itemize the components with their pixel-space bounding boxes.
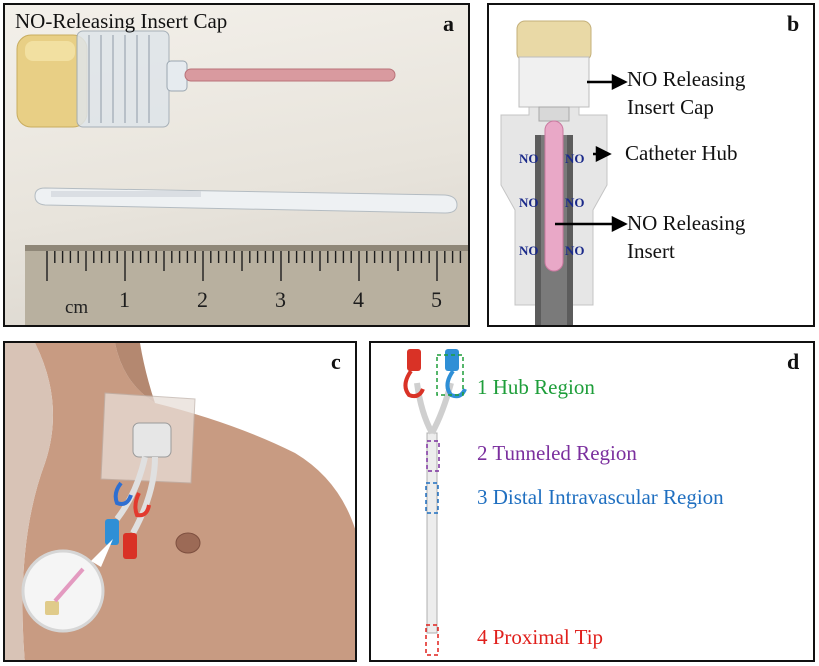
red-lumen-connector <box>123 533 137 559</box>
red-connector <box>407 349 421 371</box>
pink-insert <box>544 120 564 272</box>
ruler-number: 2 <box>197 287 208 312</box>
blue-connector <box>445 349 459 371</box>
no-molecule-label: NO <box>565 195 585 210</box>
panel-c-illustration: c <box>3 341 357 662</box>
catheter-hub-schematic <box>500 20 628 325</box>
clear-cap-body <box>76 30 170 128</box>
panel-a-title: NO-Releasing Insert Cap <box>15 9 228 33</box>
ruler-number: 4 <box>353 287 364 312</box>
callout-insert-cap-line1: NO Releasing <box>627 67 746 91</box>
ruler-unit-label: cm <box>65 297 89 318</box>
callout-insert-line2: Insert <box>627 239 675 263</box>
panel-c-letter: c <box>331 349 341 374</box>
no-molecule-label: NO <box>565 243 585 258</box>
no-molecule-label: NO <box>519 151 539 166</box>
callout-arrows <box>555 73 628 233</box>
callout-insert-cap-line2: Insert Cap <box>627 95 714 119</box>
panel-d-letter: d <box>787 349 800 374</box>
hub-region-box <box>436 354 464 396</box>
ruler-number: 3 <box>275 287 286 312</box>
region-label-distal-intravascular: 3 Distal Intravascular Region <box>477 485 724 509</box>
panel-a-photo: NO-Releasing Insert Cap a cm 1 2 3 4 5 <box>3 3 470 327</box>
panel-d-regions: d 1 Hub Region 2 Tunneled Region 3 Dista… <box>369 341 815 662</box>
catheter-regions-diagram <box>403 349 467 656</box>
insert-cap-photo-illustration <box>16 30 468 325</box>
catheter-shaft <box>426 432 438 634</box>
no-molecule-label: NO <box>565 151 585 166</box>
panel-a-letter: a <box>443 11 454 36</box>
no-molecule-label: NO <box>519 195 539 210</box>
ruler-number: 1 <box>119 287 130 312</box>
region-label-hub: 1 Hub Region <box>477 375 595 399</box>
pink-insert-rod <box>184 68 396 82</box>
no-molecule-label: NO <box>519 243 539 258</box>
ruler-number: 5 <box>431 287 442 312</box>
insert-cap-top <box>516 20 592 62</box>
region-label-proximal-tip: 4 Proximal Tip <box>477 625 604 649</box>
panel-b-letter: b <box>787 11 800 36</box>
region-label-tunneled: 2 Tunneled Region <box>477 441 637 465</box>
panel-b-schematic: b NO Releasing Insert Cap Catheter Hub N… <box>487 3 815 327</box>
patient-chest-illustration <box>5 343 355 660</box>
callout-insert-line1: NO Releasing <box>627 211 746 235</box>
callout-catheter-hub: Catheter Hub <box>625 141 738 165</box>
ruler <box>25 245 468 325</box>
nipple <box>175 532 201 554</box>
blue-lumen-connector <box>105 519 119 545</box>
